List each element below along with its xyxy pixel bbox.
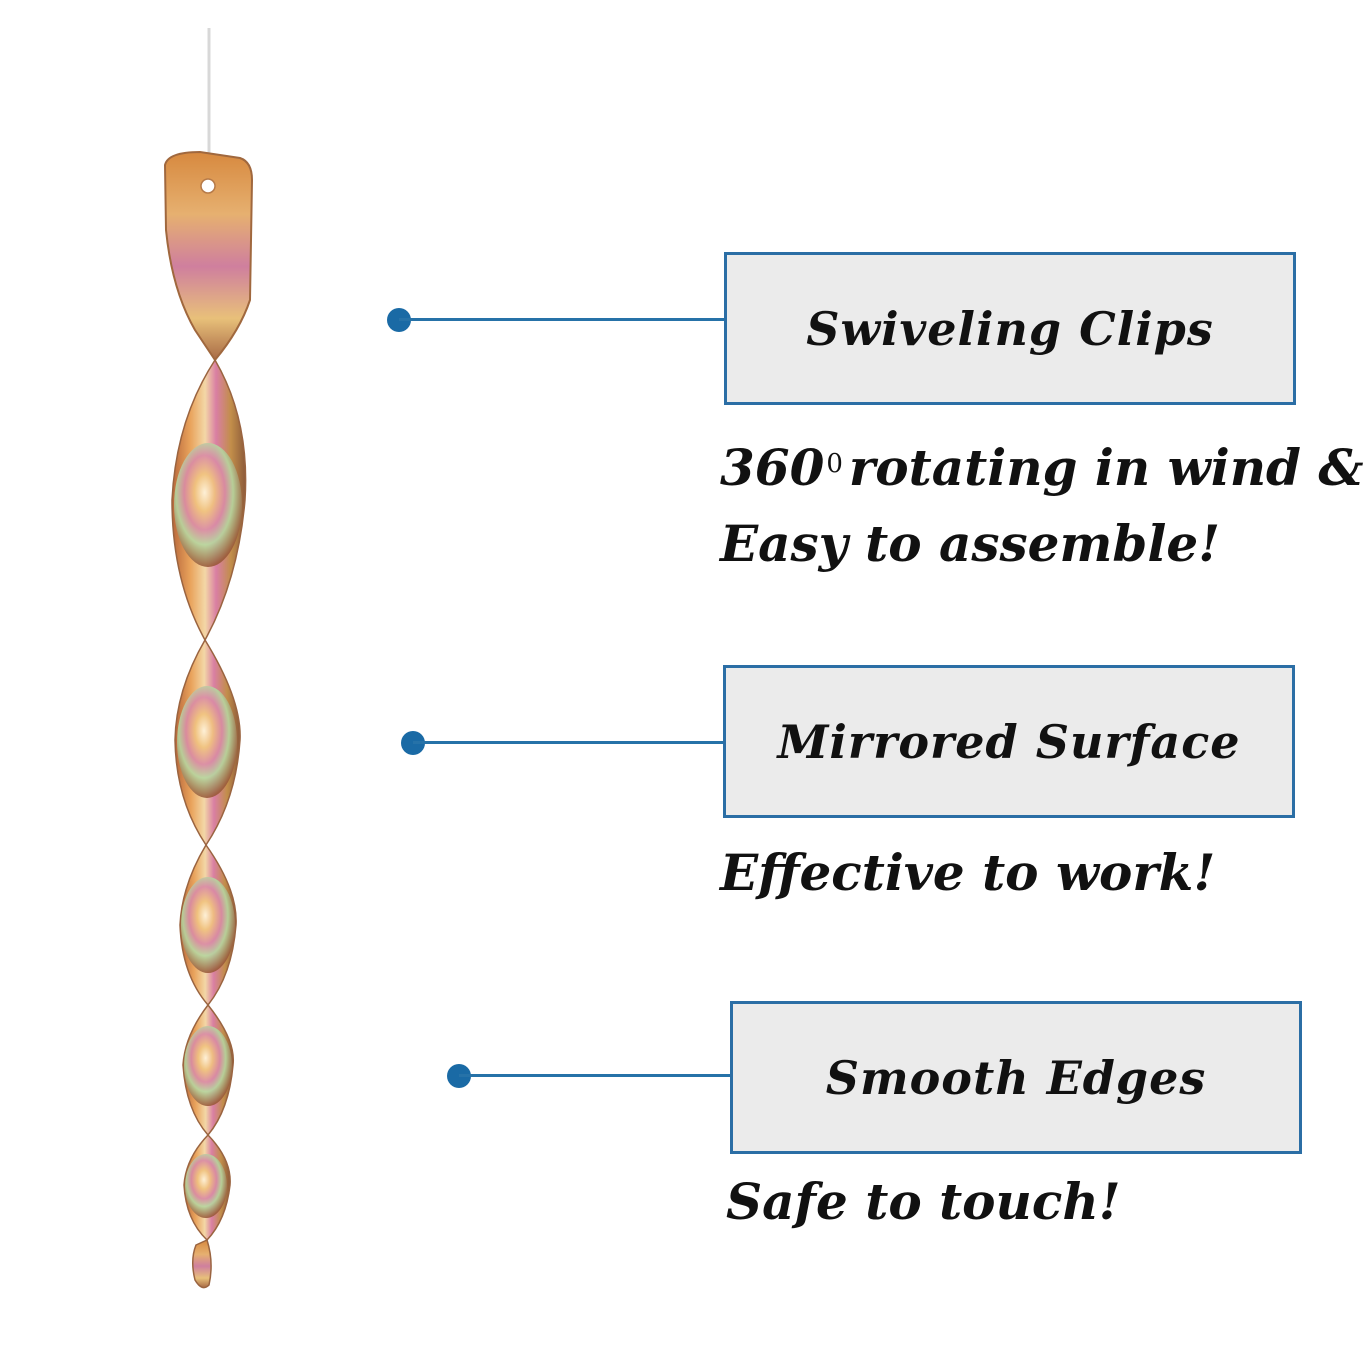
- rotation-degrees: 360: [720, 438, 825, 497]
- feature-box-smooth-edges: Smooth Edges: [730, 1001, 1302, 1154]
- spiral-bulge: [174, 443, 242, 567]
- connector-line: [413, 741, 725, 744]
- feature-description-line: Easy to assemble!: [720, 514, 1221, 573]
- feature-description: Safe to touch!: [726, 1164, 1121, 1240]
- feature-title: Swiveling Clips: [806, 301, 1214, 356]
- feature-title: Smooth Edges: [825, 1050, 1207, 1105]
- rotation-text: rotating in wind &: [848, 438, 1364, 497]
- connector-line: [399, 318, 726, 321]
- feature-description-line: Safe to touch!: [726, 1172, 1121, 1231]
- spiral-bulge: [177, 686, 237, 798]
- spiral-bulge: [181, 877, 235, 973]
- spiral-reflector-image: [163, 28, 254, 1289]
- feature-title: Mirrored Surface: [777, 714, 1241, 769]
- feature-description: Effective to work!: [720, 835, 1215, 911]
- spiral-tail: [192, 1238, 212, 1289]
- spiral-bulge: [185, 1154, 227, 1218]
- reflector-top-tab: [163, 150, 254, 362]
- feature-box-mirrored-surface: Mirrored Surface: [723, 665, 1295, 818]
- spiral-bulge: [184, 1026, 232, 1106]
- feature-box-swiveling-clips: Swiveling Clips: [724, 252, 1296, 405]
- feature-description-line: Effective to work!: [720, 843, 1216, 902]
- hang-hole: [200, 178, 216, 194]
- connector-line: [459, 1074, 732, 1077]
- degree-symbol: 0: [826, 449, 843, 479]
